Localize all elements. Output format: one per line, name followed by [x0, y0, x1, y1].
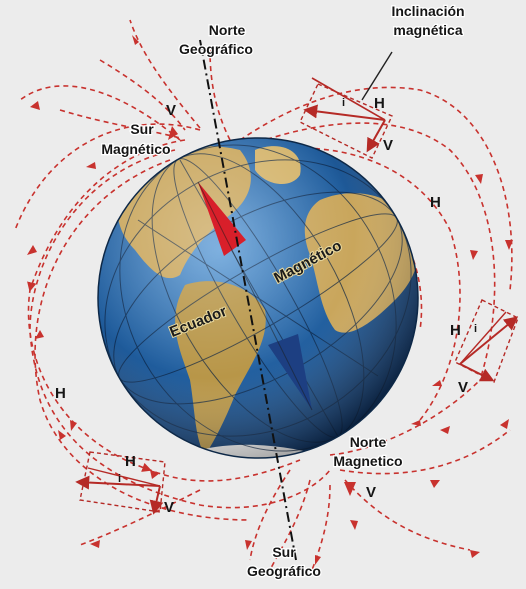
- svg-text:Magnético: Magnético: [101, 141, 170, 157]
- symbol-v-north: V: [166, 102, 176, 119]
- magnetic-field-lines: [14, 19, 513, 576]
- symbol-h-left-field: H: [55, 385, 66, 402]
- svg-text:Magnetico: Magnetico: [333, 453, 402, 469]
- symbol-h-right-field: H: [430, 194, 441, 211]
- svg-text:magnética: magnética: [393, 22, 462, 38]
- label-sur-magnetico: Sur Magnético: [100, 120, 172, 159]
- field-arrowheads: [27, 35, 513, 565]
- symbol-v-right: V: [458, 379, 468, 396]
- label-sur-geografico: Sur Geográfico: [246, 543, 322, 581]
- symbol-h-top: H: [374, 95, 385, 112]
- symbol-v-top: V: [383, 137, 393, 154]
- magnetic-axis-needle: [197, 181, 313, 411]
- svg-text:Geográfico: Geográfico: [179, 41, 253, 57]
- svg-text:Sur: Sur: [130, 121, 154, 137]
- svg-text:Norte: Norte: [350, 434, 387, 450]
- symbol-i-right: i: [474, 323, 477, 335]
- svg-text:Inclinación: Inclinación: [391, 3, 464, 19]
- symbol-h-bottom: H: [125, 453, 136, 470]
- svg-text:Geográfico: Geográfico: [247, 563, 321, 579]
- geographic-axis: [199, 39, 297, 561]
- symbol-h-right: H: [450, 322, 461, 339]
- needle-red-south-pole: [198, 182, 246, 256]
- svg-text:Norte: Norte: [209, 22, 246, 38]
- symbol-v-south: V: [366, 484, 376, 501]
- vertical-component-arrows: [168, 126, 356, 496]
- label-norte-geografico: Norte Geográfico: [178, 21, 254, 59]
- inclination-box-top: H V i: [299, 51, 393, 159]
- earth-globe: [97, 137, 419, 459]
- symbol-i-bottom: i: [118, 473, 121, 485]
- inclination-box-right: H V i: [450, 299, 519, 396]
- symbol-v-bottom: V: [164, 499, 174, 516]
- symbol-i-top: i: [342, 97, 345, 109]
- svg-text:Sur: Sur: [272, 544, 296, 560]
- label-norte-magnetico: Norte Magnetico: [332, 433, 404, 471]
- inclination-box-bottom: H V i: [75, 451, 174, 516]
- label-inclinacion-magnetica: Inclinación magnética: [390, 2, 466, 40]
- needle-blue-north-pole: [268, 334, 312, 410]
